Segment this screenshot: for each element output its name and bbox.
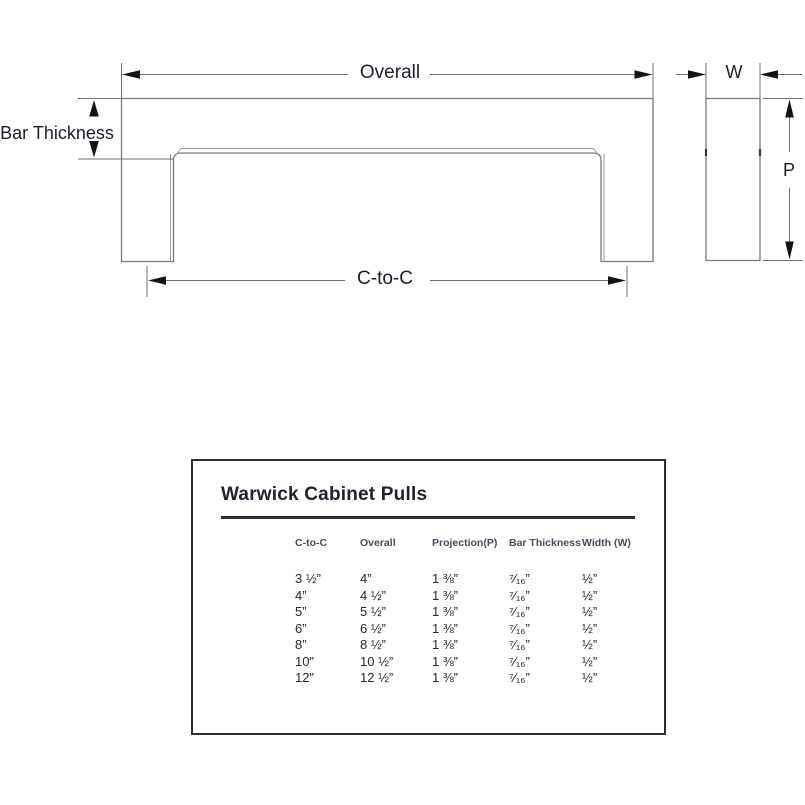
- pull-side-view-parting-ticks: [704, 149, 762, 156]
- table-row: 5” 5 ½” 1 ⅜” ⁷⁄₁₆” ½”: [193, 604, 664, 620]
- overall-dimension-lines: [121, 63, 654, 98]
- cell-overall: 4 ½”: [360, 587, 387, 603]
- cell-bar-thickness: ⁷⁄₁₆”: [509, 620, 530, 636]
- cell-overall: 5 ½”: [360, 604, 387, 619]
- cell-overall: 6 ½”: [360, 620, 387, 636]
- cell-c-to-c: 12”: [295, 670, 314, 685]
- w-dimension-lines: [676, 63, 802, 98]
- table-row: 10” 10 ½” 1 ⅜” ⁷⁄₁₆” ½”: [193, 654, 664, 670]
- cell-width: ½”: [582, 571, 598, 586]
- cell-c-to-c: 5”: [295, 604, 307, 619]
- col-header-bar-thickness: Bar Thickness: [509, 537, 581, 549]
- cell-projection: 1 ⅜”: [432, 637, 459, 652]
- cell-width: ½”: [582, 604, 598, 619]
- cell-projection: 1 ⅜”: [432, 620, 459, 636]
- cell-c-to-c: 10”: [295, 653, 314, 669]
- spec-table-box: Warwick Cabinet Pulls C-to-C Overall Pro…: [191, 459, 666, 735]
- table-row: 3 ½” 4” 1 ⅜” ⁷⁄₁₆” ½”: [193, 571, 664, 587]
- cell-projection: 1 ⅜”: [432, 587, 459, 603]
- cell-width: ½”: [582, 587, 598, 603]
- cell-width: ½”: [582, 653, 598, 669]
- pull-front-view-outline: [120, 97, 654, 263]
- cell-width: ½”: [582, 670, 598, 685]
- spec-table-title: Warwick Cabinet Pulls: [221, 484, 428, 505]
- w-arrowheads: [688, 70, 778, 79]
- cell-overall: 10 ½”: [360, 653, 394, 669]
- c-to-c-dimension-lines: [146, 266, 628, 297]
- cell-projection: 1 ⅜”: [432, 571, 459, 586]
- p-arrowheads: [785, 99, 794, 260]
- overall-dimension-label: Overall: [359, 62, 421, 83]
- col-header-width: Width (W): [582, 537, 631, 549]
- bar-thickness-dimension-lines: [78, 98, 174, 160]
- cell-projection: 1 ⅜”: [432, 653, 459, 669]
- cell-bar-thickness: ⁷⁄₁₆”: [509, 604, 530, 619]
- col-header-projection: Projection(P): [432, 537, 498, 549]
- cell-c-to-c: 8”: [295, 637, 307, 652]
- overall-arrowheads: [122, 70, 653, 79]
- table-row: 8” 8 ½” 1 ⅜” ⁷⁄₁₆” ½”: [193, 637, 664, 653]
- bar-thickness-dimension-label: Bar Thickness: [0, 123, 114, 143]
- pull-side-view-outline: [705, 97, 761, 262]
- cell-projection: 1 ⅜”: [432, 670, 459, 685]
- cell-projection: 1 ⅜”: [432, 604, 459, 619]
- col-header-overall: Overall: [360, 537, 396, 549]
- c-to-c-arrowheads: [148, 276, 626, 285]
- table-row: 4” 4 ½” 1 ⅜” ⁷⁄₁₆” ½”: [193, 588, 664, 604]
- cell-overall: 8 ½”: [360, 637, 387, 652]
- table-row: 12” 12 ½” 1 ⅜” ⁷⁄₁₆” ½”: [193, 670, 664, 686]
- cell-overall: 12 ½”: [360, 670, 394, 685]
- pull-front-view-edge-details: [170, 148, 605, 262]
- cell-c-to-c: 6”: [295, 620, 307, 636]
- cell-bar-thickness: ⁷⁄₁₆”: [509, 653, 530, 669]
- dimension-drawing: [78, 63, 803, 297]
- projection-dimension-label: P: [782, 160, 795, 180]
- cell-c-to-c: 3 ½”: [295, 571, 322, 586]
- cell-width: ½”: [582, 620, 598, 636]
- bar-thickness-arrowheads: [89, 100, 99, 158]
- cell-bar-thickness: ⁷⁄₁₆”: [509, 571, 530, 586]
- cell-bar-thickness: ⁷⁄₁₆”: [509, 637, 530, 652]
- cell-bar-thickness: ⁷⁄₁₆”: [509, 587, 530, 603]
- width-dimension-label: W: [725, 62, 743, 82]
- cell-width: ½”: [582, 637, 598, 652]
- cell-bar-thickness: ⁷⁄₁₆”: [509, 670, 530, 685]
- table-row: 6” 6 ½” 1 ⅜” ⁷⁄₁₆” ½”: [193, 621, 664, 637]
- col-header-c-to-c: C-to-C: [295, 537, 328, 549]
- title-underline: [221, 516, 635, 519]
- c-to-c-dimension-label: C-to-C: [357, 268, 413, 289]
- cell-c-to-c: 4”: [295, 587, 307, 603]
- cell-overall: 4”: [360, 571, 372, 586]
